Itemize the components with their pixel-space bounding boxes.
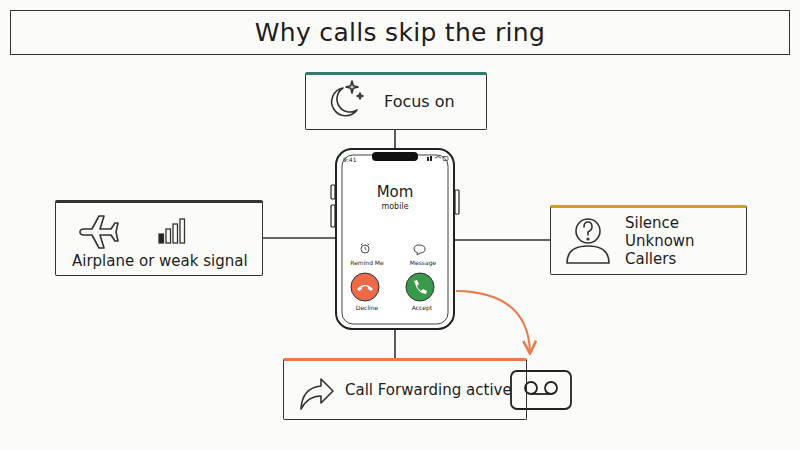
phone-label: Mom <box>345 183 445 201</box>
connector <box>394 130 396 148</box>
voicemail-icon <box>511 371 571 409</box>
phone-illustration <box>331 152 459 324</box>
box-label: Focus on <box>384 92 455 111</box>
connector <box>394 330 396 358</box>
phone-label: 9:41 <box>343 156 363 163</box>
connector <box>263 237 335 239</box>
forward-icon <box>301 379 333 409</box>
status-box: Airplane or weak signal <box>55 200 263 276</box>
title-text: Why calls skip the ring <box>255 18 545 48</box>
connector <box>455 239 550 241</box>
title-box: Why calls skip the ring <box>10 10 790 55</box>
phone-label: Remind Me <box>343 259 391 266</box>
box-label: Silence Unknown Callers <box>625 214 734 268</box>
phone-screen: 9:41MommobileRemind Me MessageDecline Acce… <box>335 148 455 330</box>
phone-label: Message <box>399 259 447 266</box>
phone-label: mobile <box>345 202 445 212</box>
signal-bars <box>159 219 185 243</box>
unknown-person-icon <box>567 219 609 263</box>
box-label: Airplane or weak signal <box>72 252 248 270</box>
moon-icon <box>332 81 363 116</box>
status-box: Focus on <box>305 72 487 130</box>
phone-label: Decline <box>343 304 391 311</box>
status-box: Silence Unknown Callers <box>550 205 747 275</box>
box-label: Call Forwarding active <box>345 381 512 399</box>
status-box: Call Forwarding active <box>283 358 527 420</box>
airplane-icon <box>80 216 118 248</box>
phone-label: Accept <box>398 304 446 311</box>
voicemail-arrow <box>456 291 530 352</box>
